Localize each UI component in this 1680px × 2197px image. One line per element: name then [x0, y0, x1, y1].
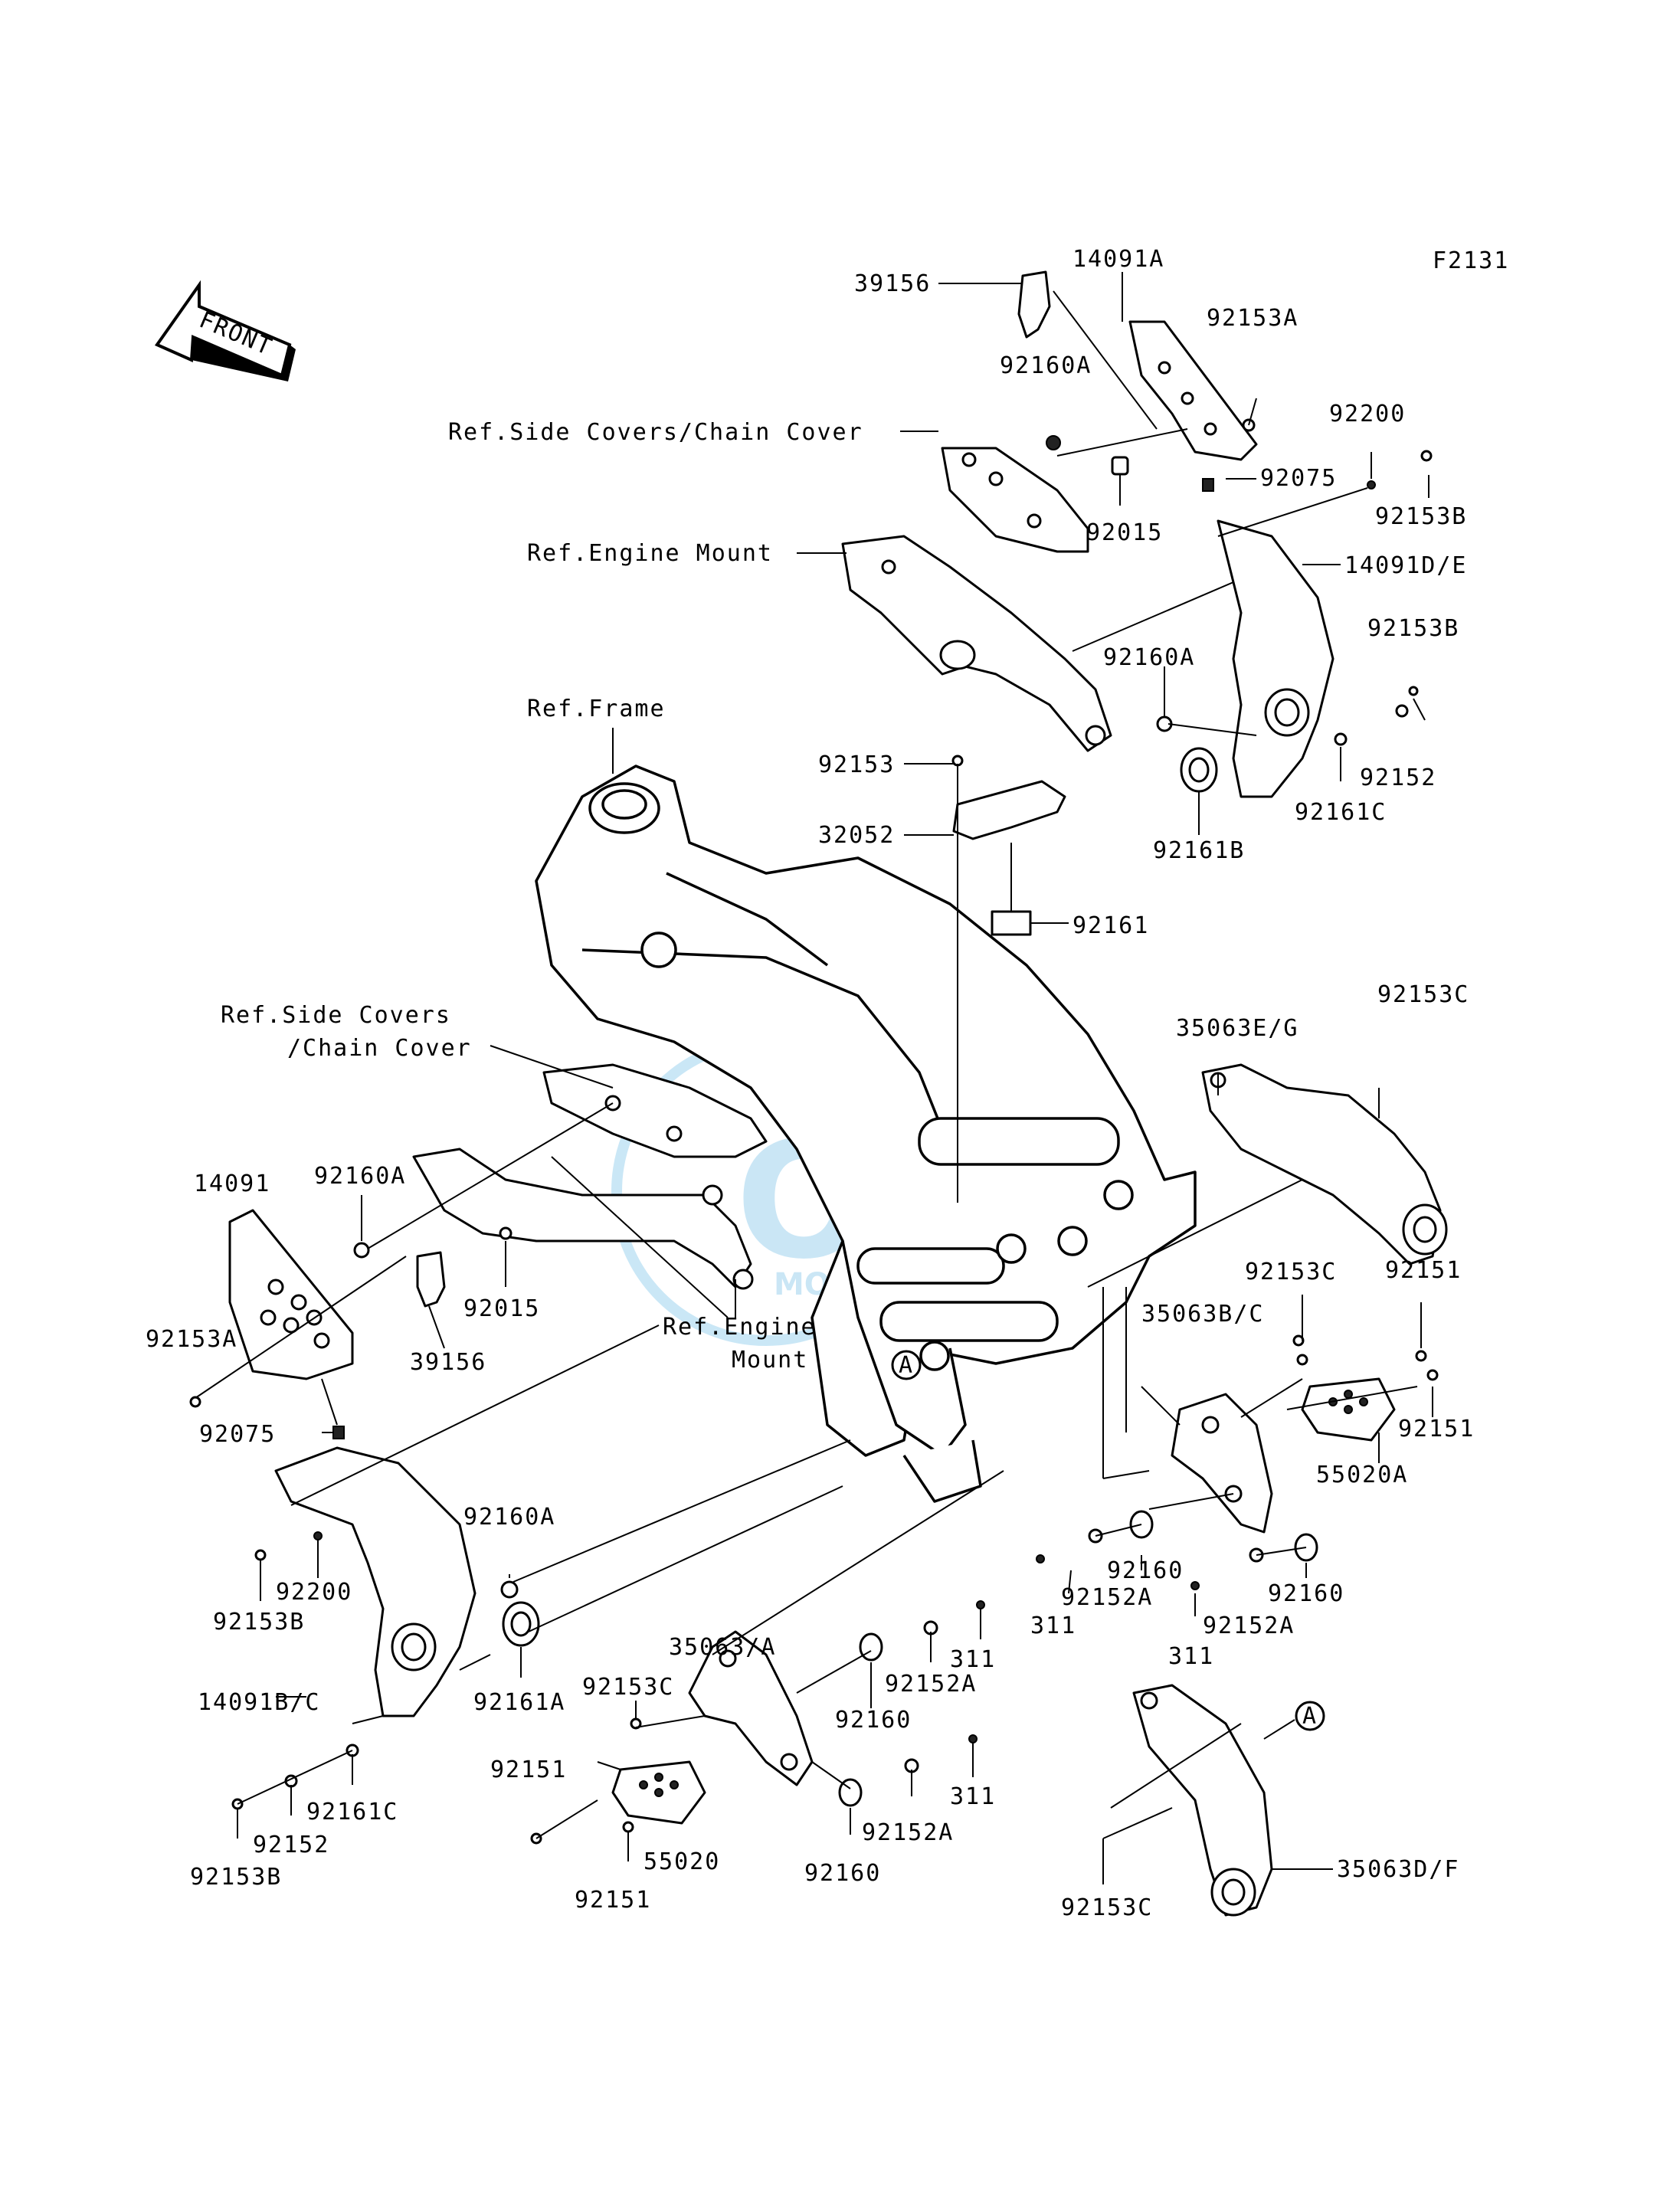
label-mount: Mount [732, 1347, 808, 1374]
part-labels: 39156 14091A 92153A 92160A Ref.Side Cove… [146, 246, 1475, 1921]
label-92152-2: 92152 [253, 1832, 329, 1858]
guard-14091A [1128, 320, 1258, 461]
label-311-4: 311 [950, 1783, 996, 1810]
figure-code: F2131 [1433, 247, 1509, 274]
bracket-35063DF [1132, 1684, 1273, 1917]
label-ref-engine: Ref.Engine [663, 1314, 817, 1341]
label-35063DF: 35063D/F [1337, 1856, 1460, 1883]
bracket-35063A [688, 1630, 814, 1786]
label-ref-engine-mount: Ref.Engine Mount [527, 540, 773, 567]
label-92015-2: 92015 [463, 1295, 540, 1322]
seal-92161A [502, 1601, 540, 1647]
callout-a-label-2: A [1302, 1703, 1318, 1730]
guard-14091 [228, 1209, 354, 1380]
front-arrow-icon: FRONT [154, 280, 296, 381]
label-92153B: 92153B [1375, 503, 1467, 530]
plate-32052 [952, 780, 1066, 936]
label-92160-3: 92160 [835, 1707, 912, 1734]
bracket-39156-left [416, 1251, 446, 1308]
leader-lines [195, 272, 1433, 1884]
plate-55020A [1301, 1377, 1396, 1442]
label-14091BC: 14091B/C [198, 1689, 321, 1716]
label-92153C-4: 92153C [1061, 1894, 1153, 1921]
label-92153A-2: 92153A [146, 1326, 237, 1353]
label-92075: 92075 [1260, 465, 1337, 492]
label-92151-3: 92151 [490, 1757, 567, 1783]
label-311-2: 311 [1168, 1643, 1214, 1670]
label-92160A-2: 92160A [1103, 644, 1195, 671]
label-92075-2: 92075 [199, 1421, 276, 1448]
engine-mount-left [412, 1148, 754, 1290]
label-92161C: 92161C [1295, 799, 1387, 826]
label-92015: 92015 [1086, 519, 1163, 546]
seal-92161B [1180, 747, 1218, 793]
bracket-35063BC [1171, 1393, 1273, 1534]
label-92160-2: 92160 [1268, 1580, 1344, 1607]
label-92153B-3: 92153B [213, 1609, 305, 1635]
label-92152A-3: 92152A [885, 1671, 977, 1698]
label-14091A: 14091A [1073, 246, 1164, 273]
label-92160: 92160 [1107, 1557, 1184, 1584]
label-311-3: 311 [950, 1646, 996, 1673]
bracket-39156-top [1017, 270, 1051, 339]
label-35063EG: 35063E/G [1176, 1015, 1299, 1042]
label-92152: 92152 [1360, 765, 1436, 791]
label-39156: 39156 [854, 270, 931, 297]
label-92153B-4: 92153B [190, 1864, 282, 1891]
label-35063A: 35063/A [669, 1634, 776, 1661]
label-92160-4: 92160 [804, 1860, 881, 1887]
label-ref-side-covers-2: Ref.Side Covers [221, 1002, 451, 1029]
label-92160A: 92160A [1000, 352, 1092, 379]
label-32052: 32052 [818, 822, 895, 849]
label-35063BC: 35063B/C [1141, 1301, 1265, 1328]
label-92161B: 92161B [1153, 837, 1245, 864]
engine-mount-top [841, 535, 1112, 752]
label-chain-cover-2: /Chain Cover [287, 1035, 472, 1062]
label-ref-side-covers: Ref.Side Covers/Chain Cover [448, 419, 863, 446]
guard-14091BC [274, 1446, 476, 1717]
callout-a-frame: A [891, 1350, 922, 1380]
side-cover-left [542, 1063, 768, 1158]
label-92161C-2: 92161C [306, 1799, 398, 1825]
label-14091: 14091 [194, 1171, 270, 1197]
label-39156-2: 39156 [410, 1349, 486, 1376]
label-92153C: 92153C [1377, 981, 1469, 1008]
top-small-parts [951, 418, 1433, 767]
label-ref-frame: Ref.Frame [527, 696, 666, 722]
label-92152A-4: 92152A [862, 1819, 954, 1846]
label-92153A: 92153A [1207, 305, 1298, 332]
label-92160A-4: 92160A [463, 1504, 555, 1531]
callout-a-bracket: A [1295, 1701, 1325, 1731]
label-92153C-2: 92153C [1245, 1259, 1337, 1285]
label-92200-2: 92200 [276, 1579, 352, 1606]
label-55020: 55020 [644, 1848, 720, 1875]
label-92153C-3: 92153C [582, 1674, 674, 1701]
callout-a-label-1: A [899, 1352, 914, 1379]
label-92152A-2: 92152A [1203, 1613, 1295, 1639]
label-92200: 92200 [1329, 401, 1406, 427]
guard-14091DE [1217, 519, 1335, 798]
label-92153: 92153 [818, 751, 895, 778]
side-cover-top [941, 447, 1089, 553]
label-14091DE: 14091D/E [1344, 552, 1468, 579]
bracket-35063EG [1201, 1063, 1448, 1265]
label-92161: 92161 [1073, 912, 1149, 939]
label-311: 311 [1030, 1613, 1076, 1639]
label-92151: 92151 [1385, 1257, 1462, 1284]
label-92151-2: 92151 [1398, 1416, 1475, 1442]
label-92161A: 92161A [473, 1689, 565, 1716]
label-55020A: 55020A [1316, 1462, 1408, 1488]
label-92160A-3: 92160A [314, 1163, 406, 1190]
frame [535, 765, 1197, 1503]
label-92153B-2: 92153B [1367, 615, 1459, 642]
label-92151-4: 92151 [575, 1887, 651, 1914]
plate-55020 [611, 1760, 706, 1825]
label-92152A: 92152A [1061, 1584, 1153, 1611]
